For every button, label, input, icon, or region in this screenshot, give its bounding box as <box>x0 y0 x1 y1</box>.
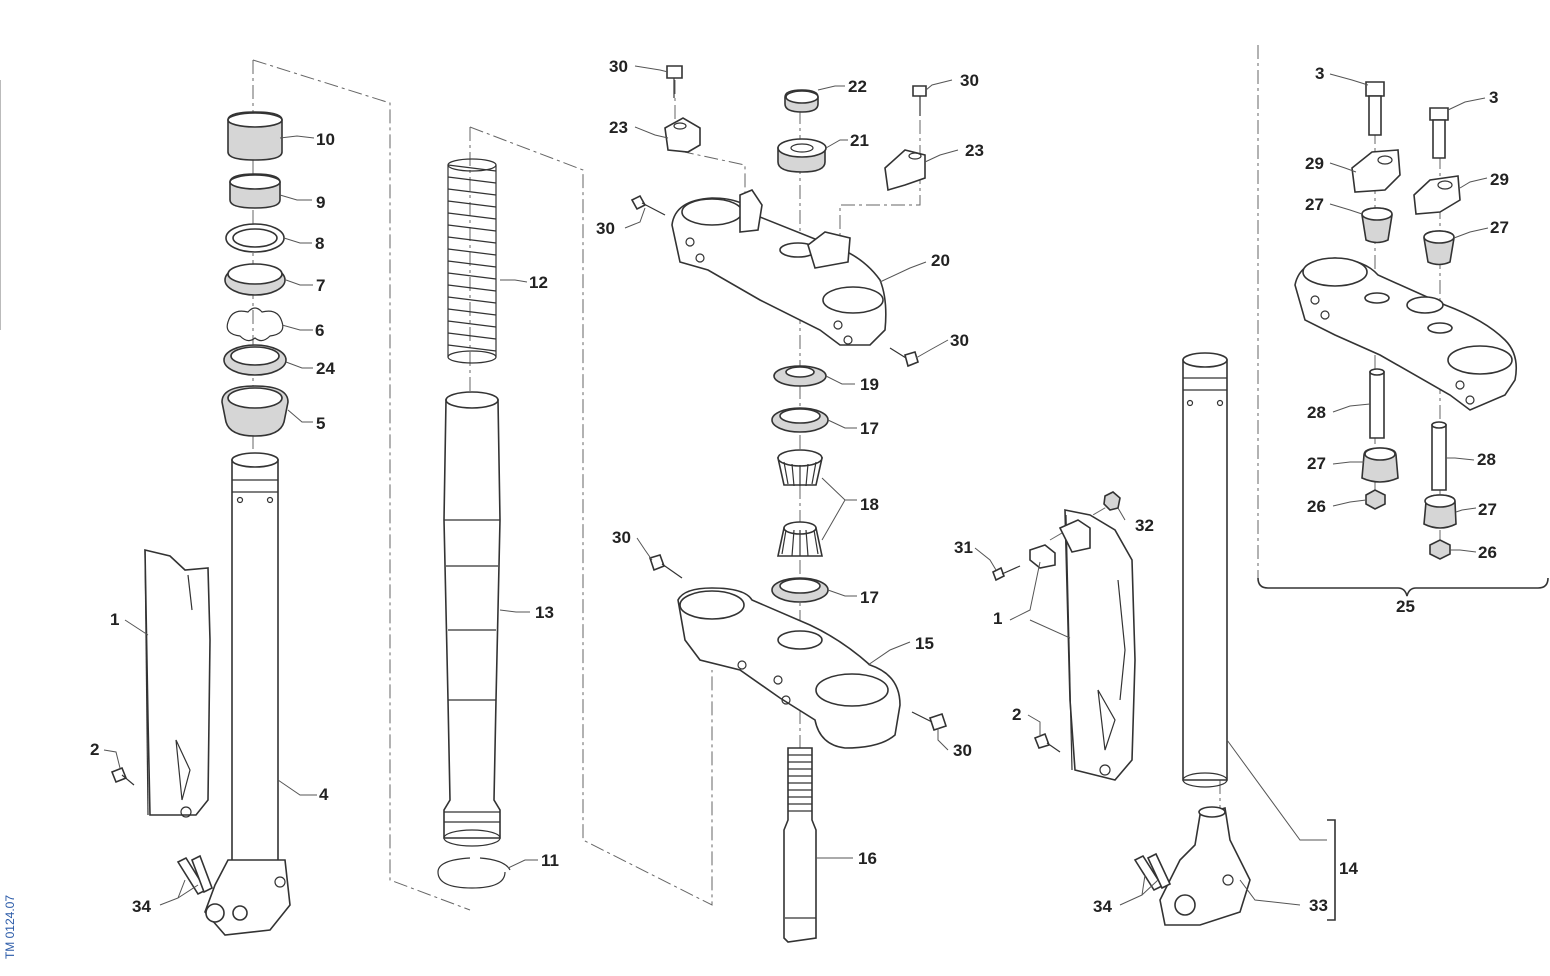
part-17-bearing-race-lower <box>771 577 829 603</box>
callout-16: 16 <box>858 849 877 868</box>
callout-27-c: 27 <box>1307 454 1326 473</box>
part-14-fork-tube-right <box>1182 352 1228 788</box>
assembly-guide-lines <box>252 45 1441 940</box>
callout-21: 21 <box>850 131 869 150</box>
callout-30-f: 30 <box>953 741 972 760</box>
callout-30-a: 30 <box>609 57 628 76</box>
callout-28-a: 28 <box>1307 403 1326 422</box>
part-14-bracket <box>1327 819 1336 921</box>
part-26-nuts-kit <box>1365 489 1451 560</box>
part-7-seal <box>224 263 286 296</box>
part-8-ring <box>225 223 285 253</box>
part-16-stem <box>783 747 817 943</box>
callout-34-left: 34 <box>132 897 151 916</box>
part-28-spacers-kit <box>1369 368 1447 491</box>
callout-1-left: 1 <box>110 610 119 629</box>
callout-27-d: 27 <box>1478 500 1497 519</box>
part-34-screws-right <box>1133 852 1172 892</box>
part-30-bolts-lower <box>648 554 948 732</box>
callout-22: 22 <box>848 77 867 96</box>
callout-17-b: 17 <box>860 588 879 607</box>
callout-17-a: 17 <box>860 419 879 438</box>
part-29-clamps-kit <box>1351 149 1461 215</box>
part-34-screws-left <box>176 854 214 896</box>
part-18-bearings <box>777 449 823 557</box>
callout-28-b: 28 <box>1477 450 1496 469</box>
callout-11: 11 <box>541 851 559 870</box>
callout-5: 5 <box>316 414 325 433</box>
part-9-bushing <box>229 173 281 209</box>
callout-19: 19 <box>860 375 879 394</box>
part-5-dust-seal <box>221 385 289 437</box>
callout-33: 33 <box>1309 896 1328 915</box>
callout-7: 7 <box>316 276 325 295</box>
callout-2-left: 2 <box>90 740 99 759</box>
part-3-bolts-kit <box>1365 81 1449 159</box>
callout-14: 14 <box>1339 859 1358 878</box>
callout-32: 32 <box>1135 516 1154 535</box>
part-20-upper-crown <box>671 189 887 346</box>
callout-34-right: 34 <box>1093 897 1112 916</box>
callout-15: 15 <box>915 634 934 653</box>
part-4-fork-tube <box>204 452 291 936</box>
callout-1-right: 1 <box>993 609 1002 628</box>
part-31-screw <box>991 565 1021 582</box>
kit-25-brace <box>1257 577 1549 597</box>
part-27-rubbers-kit <box>1361 207 1457 529</box>
part-31-clip <box>1029 544 1056 569</box>
part-1-guard-right <box>1058 509 1136 781</box>
part-13-outer-tube <box>443 391 501 847</box>
callout-29-b: 29 <box>1490 170 1509 189</box>
part-1-guard-left <box>144 548 211 818</box>
callout-25: 25 <box>1396 597 1415 616</box>
part-24-washer <box>223 344 287 376</box>
part-30-bolts-upper <box>630 65 927 368</box>
callout-12: 12 <box>529 273 548 292</box>
part-23-clamp-left <box>664 117 701 153</box>
part-33-axle-clamp <box>1159 806 1251 926</box>
callout-23-a: 23 <box>609 118 628 137</box>
page-edge-rule <box>0 80 1 330</box>
callout-6: 6 <box>315 321 324 340</box>
callout-31: 31 <box>954 538 973 557</box>
part-19-nut <box>773 365 827 387</box>
callout-3-a: 3 <box>1315 64 1324 83</box>
callout-3-b: 3 <box>1489 88 1498 107</box>
part-21-nut <box>777 138 827 173</box>
callout-27-b: 27 <box>1490 218 1509 237</box>
part-17-bearing-race-upper <box>771 407 829 433</box>
part-6-spring-clip <box>226 307 284 342</box>
callout-4: 4 <box>319 785 329 804</box>
leader-lines <box>103 65 1489 906</box>
part-10-cap <box>227 111 283 161</box>
callout-26-a: 26 <box>1307 497 1326 516</box>
callout-29-a: 29 <box>1305 154 1324 173</box>
callout-27-a: 27 <box>1305 195 1324 214</box>
callout-20: 20 <box>931 251 950 270</box>
part-32-nut <box>1103 491 1121 511</box>
part-23-clamp-right <box>884 149 926 192</box>
callout-24: 24 <box>316 359 335 378</box>
callout-30-b: 30 <box>596 219 615 238</box>
callout-13: 13 <box>535 603 554 622</box>
callout-18: 18 <box>860 495 879 514</box>
callout-10: 10 <box>316 130 335 149</box>
callout-8: 8 <box>315 234 324 253</box>
part-12-spring <box>447 158 497 364</box>
callout-9: 9 <box>316 193 325 212</box>
part-2-bolt-left <box>110 766 135 786</box>
part-2-bolt-right <box>1033 732 1061 753</box>
callout-labels: 10 9 8 7 6 24 5 4 1 2 34 12 13 11 30 23 … <box>90 57 1509 916</box>
callout-23-b: 23 <box>965 141 984 160</box>
callout-26-b: 26 <box>1478 543 1497 562</box>
callout-30-d: 30 <box>950 331 969 350</box>
part-15-lower-crown <box>677 587 901 749</box>
callout-2-right: 2 <box>1012 705 1021 724</box>
callout-30-e: 30 <box>612 528 631 547</box>
part-11-circlip <box>437 857 511 889</box>
part-22-cap <box>784 89 819 113</box>
part-25-kit-crown <box>1294 257 1518 411</box>
callout-30-c: 30 <box>960 71 979 90</box>
